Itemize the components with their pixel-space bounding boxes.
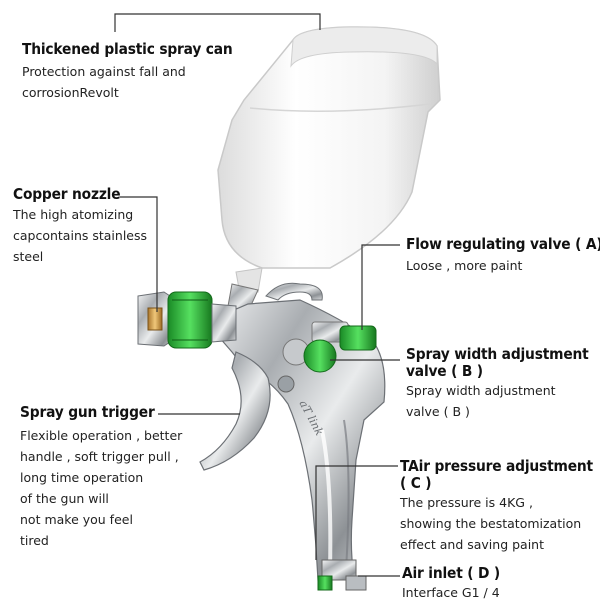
title-line: valve ( B ) <box>406 362 483 380</box>
callout-title: Spray gun trigger <box>20 403 155 421</box>
desc-line: Protection against fall and <box>22 64 186 79</box>
nozzle-assembly <box>137 291 237 349</box>
callout-title: Spray width adjustment valve ( B ) <box>406 346 589 380</box>
leader-lines <box>114 13 400 577</box>
callout-title: Thickened plastic spray can <box>22 40 233 58</box>
desc-line: Interface G1 / 4 <box>402 585 500 600</box>
desc-line: not make you feel <box>20 512 133 527</box>
desc-line: The high atomizing <box>13 207 134 222</box>
title-line: Spray width adjustment <box>406 345 589 363</box>
callout-title: Copper nozzle <box>13 185 121 203</box>
desc-line: effect and saving paint <box>400 537 544 552</box>
desc-line: corrosionRevolt <box>22 85 119 100</box>
callout-desc: Protection against fall and corrosionRev… <box>22 61 251 103</box>
callout-desc: Flexible operation , better handle , sof… <box>20 425 182 551</box>
callout-desc: The high atomizing capcontains stainless… <box>13 204 147 267</box>
desc-line: of the gun will <box>20 491 109 506</box>
callout-desc: Spray width adjustment valve ( B ) <box>406 380 600 422</box>
callout-copper-nozzle: Copper nozzle The high atomizing capcont… <box>13 186 147 267</box>
desc-line: tired <box>20 533 49 548</box>
callout-air-pressure: TAir pressure adjustment ( C ) The press… <box>400 458 600 555</box>
callout-desc: Interface G1 / 4 <box>402 582 509 603</box>
title-line: TAir pressure adjustment <box>400 457 593 475</box>
desc-line: Flexible operation , better <box>20 428 183 443</box>
callout-spray-can: Thickened plastic spray can Protection a… <box>22 41 251 103</box>
callout-desc: The pressure is 4KG , showing the bestat… <box>400 492 600 555</box>
air-inlet-fitting <box>317 559 367 591</box>
desc-line: long time operation <box>20 470 144 485</box>
desc-line: showing the bestatomization <box>400 516 582 531</box>
desc-line: The pressure is 4KG , <box>400 495 533 510</box>
callout-desc: Loose , more paint <box>406 255 600 276</box>
callout-flow-valve: Flow regulating valve ( A) Loose , more … <box>406 236 600 276</box>
desc-line: Loose , more paint <box>406 258 523 273</box>
callout-title: TAir pressure adjustment ( C ) <box>400 458 593 492</box>
desc-line: capcontains stainless <box>13 228 148 243</box>
gun-body <box>199 282 386 581</box>
desc-line: steel <box>13 249 44 264</box>
callout-title: Flow regulating valve ( A) <box>406 235 600 253</box>
desc-line: Spray width adjustment <box>406 383 556 398</box>
callout-trigger: Spray gun trigger Flexible operation , b… <box>20 404 182 551</box>
paint-cup <box>217 26 441 295</box>
callout-title: Air inlet ( D ) <box>402 564 500 582</box>
title-line: ( C ) <box>400 474 432 492</box>
callout-air-inlet: Air inlet ( D ) Interface G1 / 4 <box>402 565 509 603</box>
desc-line: valve ( B ) <box>406 404 470 419</box>
desc-line: handle , soft trigger pull , <box>20 449 179 464</box>
callout-spray-width: Spray width adjustment valve ( B ) Spray… <box>406 346 600 422</box>
